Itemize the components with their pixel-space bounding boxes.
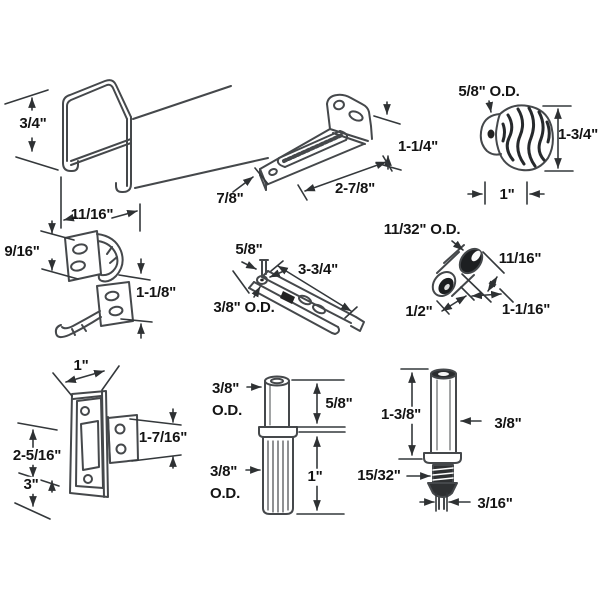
dim-bracket-flange-height: 1-1/4" [397,137,439,155]
dim-hinge-height: 3" [21,475,41,494]
dim-knob-height: 1-3/4" [557,125,599,143]
hinge-drawing [69,390,139,498]
dim-knob-width: 1" [499,185,515,203]
dim-spring-pivot-tip-od: 3/16" [477,494,513,512]
top-track-drawing [62,79,269,193]
dim-top-track-depth: 7/8" [216,189,244,207]
bottom-bracket-drawing [259,93,373,191]
dim-knob-od: 5/8" O.D. [458,82,520,100]
dim-spring-pivot-spring-od: 15/32" [357,466,401,484]
dim-hinge-hole-spacing: 2-5/16" [10,446,64,465]
dim-pivot-top-od: 3/8" O.D. [212,380,243,419]
dim-pivot-shaft-od: 3/8" O.D. [210,463,241,502]
roller-guide-drawing [431,244,484,297]
dim-floor-bracket-pin: 5/8" [235,240,263,258]
dim-roller-wheel-od: 11/32" O.D. [383,220,461,238]
dim-roller-hub-length: 1/2" [405,302,433,320]
pivot-pin-drawing [258,375,298,515]
dim-hinge-top-width: 1" [73,356,89,374]
dim-floor-bracket-length: 3-3/4" [297,260,339,278]
knob-drawing [479,104,554,172]
dim-roller-overall-length: 1-1/16" [501,300,551,318]
dim-roller-wheel-width: 11/16" [498,249,542,267]
dim-hinge-leaf-height: 1-7/16" [138,428,188,446]
dim-spring-pivot-body-od: 3/8" [494,414,522,432]
spring-pivot-drawing [423,368,462,510]
dim-bracket-length: 2-7/8" [334,179,376,197]
dim-lower-bracket-height: 1-1/8" [135,283,177,301]
dim-upper-bracket-height: 9/16" [4,242,40,260]
dimension-lines [4,89,574,520]
dim-floor-bracket-od: 3/8" O.D. [213,298,275,316]
dim-pivot-top-length: 5/8" [325,394,353,412]
dim-pivot-shaft-length: 1" [305,467,325,486]
dim-top-track-width: 11/16" [70,205,114,223]
dim-top-track-height: 3/4" [19,114,47,132]
corner-brackets-drawing [54,230,134,339]
dim-spring-pivot-body-length: 1-3/8" [378,405,424,424]
